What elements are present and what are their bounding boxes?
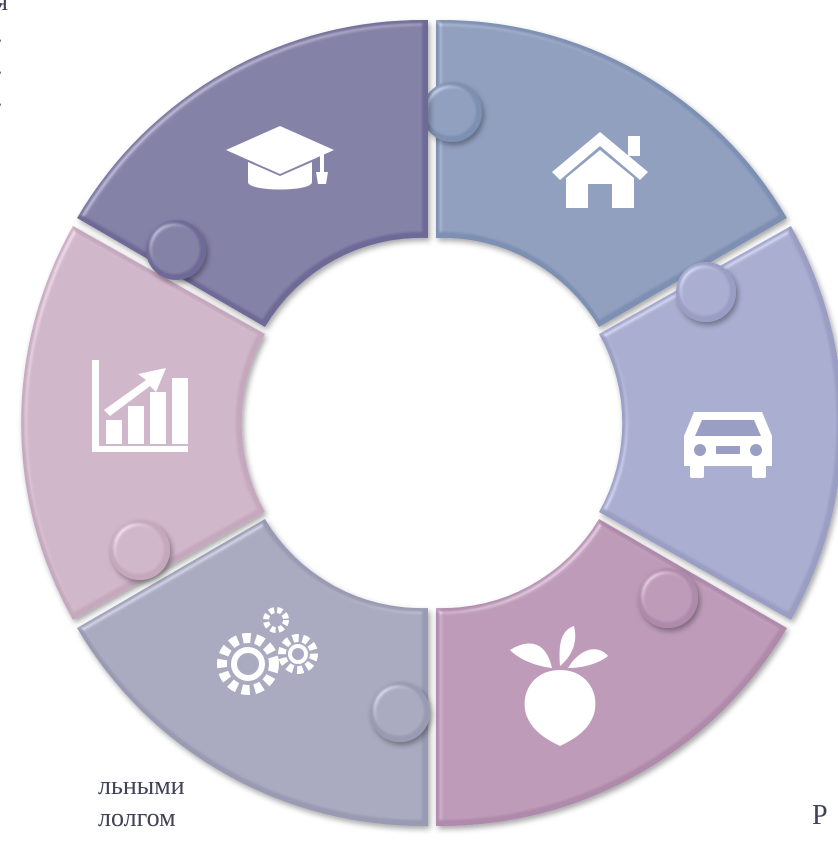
puzzle-knob bbox=[638, 568, 698, 628]
puzzle-knob bbox=[370, 682, 430, 742]
puzzle-knob bbox=[676, 262, 736, 322]
text-line: . bbox=[0, 18, 8, 50]
bottom-right-text-fragment: Р bbox=[812, 800, 828, 831]
puzzle-knob bbox=[146, 220, 206, 280]
segment-education bbox=[77, 19, 428, 327]
gears-icon bbox=[217, 607, 318, 695]
car-icon bbox=[684, 412, 772, 478]
center-hole bbox=[256, 247, 608, 599]
bottom-left-text-fragment: льными лолгом bbox=[98, 770, 185, 834]
text-line: я bbox=[0, 0, 8, 16]
segment-agro bbox=[436, 519, 787, 827]
puzzle-knob bbox=[110, 520, 170, 580]
text-line: льными bbox=[98, 771, 185, 800]
segment-industry-shape bbox=[77, 519, 428, 827]
house-icon bbox=[552, 132, 648, 208]
text-line: лолгом bbox=[98, 803, 176, 832]
segment-agro-shape bbox=[436, 519, 787, 827]
segment-car bbox=[599, 226, 838, 620]
puzzle-knob bbox=[422, 82, 482, 142]
bar-chart-icon bbox=[92, 360, 188, 452]
top-left-text-fragment: я . . . bbox=[0, 0, 8, 114]
segment-industry bbox=[77, 519, 430, 827]
text-line: . bbox=[0, 82, 8, 114]
segment-growth bbox=[21, 226, 266, 620]
beet-icon bbox=[510, 626, 608, 746]
segment-home bbox=[422, 19, 787, 327]
graduation-cap-icon bbox=[226, 126, 334, 190]
text-line: . bbox=[0, 50, 8, 82]
